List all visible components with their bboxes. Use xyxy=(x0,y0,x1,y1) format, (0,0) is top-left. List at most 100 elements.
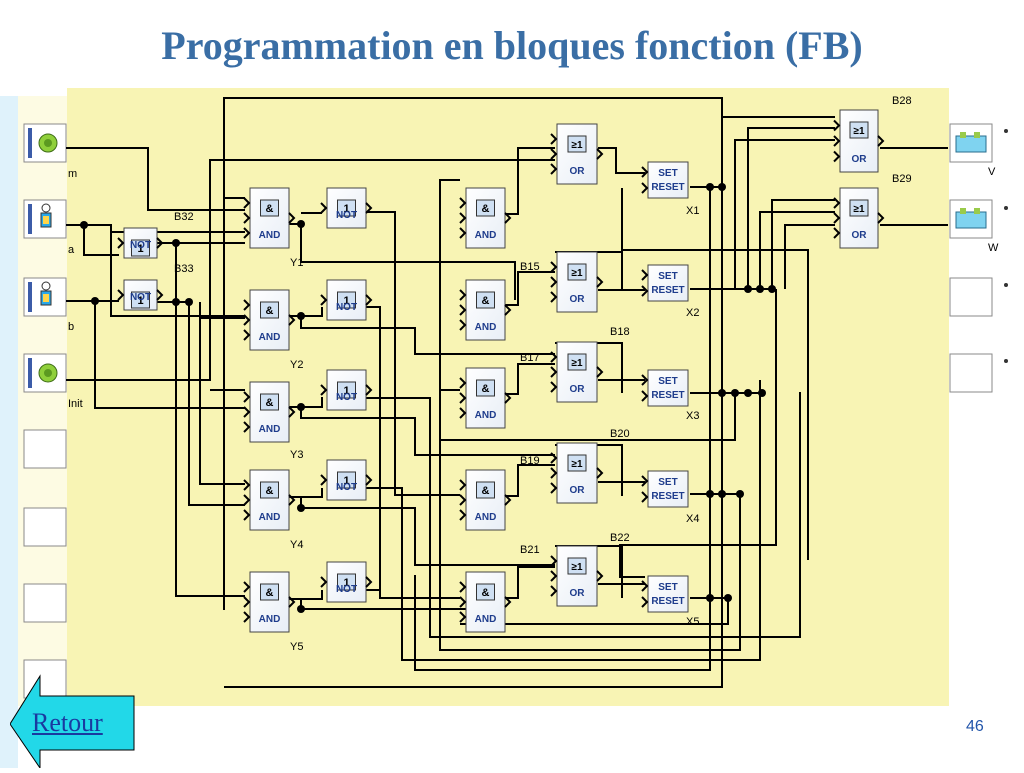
and-block[interactable]: &AND xyxy=(459,187,512,249)
net-label: X5 xyxy=(686,616,699,628)
sensor-icon[interactable] xyxy=(40,203,52,228)
block-label: OR xyxy=(570,384,586,395)
net-label: X1 xyxy=(686,205,699,217)
block-label: AND xyxy=(475,410,497,421)
block-symbol: & xyxy=(482,587,490,599)
reset-label: RESET xyxy=(651,390,684,401)
and-symbol-icon xyxy=(260,583,279,601)
reset-label: RESET xyxy=(651,491,684,502)
block-label: OR xyxy=(852,230,868,241)
reset-label: RESET xyxy=(651,596,684,607)
or-symbol-icon xyxy=(567,557,587,575)
slide-title: Programmation en bloques fonction (FB) xyxy=(161,23,863,68)
green-button-icon[interactable] xyxy=(38,363,58,383)
input-slot-empty xyxy=(23,507,67,547)
block-label: OR xyxy=(570,166,586,177)
block-label: OR xyxy=(852,154,868,165)
net-label: Y4 xyxy=(290,539,303,551)
or-symbol-icon xyxy=(567,454,587,472)
block-symbol: & xyxy=(482,295,490,307)
or-symbol-icon xyxy=(567,353,587,371)
set-reset-block[interactable]: SET RESET xyxy=(641,575,689,613)
set-label: SET xyxy=(658,376,677,387)
output-slot-empty xyxy=(949,277,993,317)
retour-link[interactable]: Retour xyxy=(32,708,103,737)
set-label: SET xyxy=(658,168,677,179)
net-label: B29 xyxy=(892,173,912,185)
block-symbol: ≥1 xyxy=(571,140,582,151)
set-label: SET xyxy=(658,271,677,282)
retour-arrow-shape[interactable] xyxy=(9,672,140,770)
input-label-b: b xyxy=(68,321,74,333)
block-label: OR xyxy=(570,588,586,599)
block-symbol: ≥1 xyxy=(853,126,864,137)
net-label: Y3 xyxy=(290,449,303,461)
block-label: AND xyxy=(475,614,497,625)
and-block[interactable]: &AND xyxy=(243,571,296,633)
or-block[interactable]: ≥1OR xyxy=(550,442,604,504)
net-label: B28 xyxy=(892,95,912,107)
output-valve-icon[interactable] xyxy=(955,208,987,229)
and-block[interactable]: & AND xyxy=(459,279,512,341)
and-block[interactable]: &AND xyxy=(243,469,296,531)
input-slot-empty xyxy=(23,583,67,623)
net-label: B19 xyxy=(520,455,540,467)
and-block[interactable]: &AND xyxy=(243,187,296,249)
block-symbol: & xyxy=(482,485,490,497)
and-block[interactable]: &AND xyxy=(243,289,296,351)
block-symbol: 1 xyxy=(137,295,143,307)
and-symbol-icon xyxy=(476,379,495,397)
set-reset-block[interactable]: SET RESET xyxy=(641,369,689,407)
or-block[interactable]: ≥1OR xyxy=(833,187,885,249)
or-symbol-icon xyxy=(849,121,869,139)
block-label: AND xyxy=(475,322,497,333)
block-label: NOT xyxy=(336,210,357,221)
net-label: B17 xyxy=(520,352,540,364)
net-label: B21 xyxy=(520,544,540,556)
and-symbol-icon xyxy=(260,199,279,217)
or-block[interactable]: ≥1OR xyxy=(550,341,604,403)
green-button-icon[interactable] xyxy=(38,133,58,153)
block-label: NOT xyxy=(130,240,151,251)
input-slot-empty xyxy=(23,429,67,469)
block-symbol: & xyxy=(266,587,274,599)
output-label-v: V xyxy=(988,166,996,178)
block-symbol: & xyxy=(266,203,274,215)
or-block[interactable]: ≥1OR xyxy=(833,109,885,173)
block-symbol: ≥1 xyxy=(571,358,582,369)
block-symbol: & xyxy=(266,305,274,317)
or-block[interactable]: ≥1OR xyxy=(550,123,604,185)
or-symbol-icon xyxy=(567,135,587,153)
and-block[interactable]: & AND xyxy=(459,571,512,633)
and-block[interactable]: &AND xyxy=(243,381,296,443)
or-block[interactable]: ≥1OR xyxy=(550,251,604,313)
set-label: SET xyxy=(658,582,677,593)
block-symbol: ≥1 xyxy=(853,204,864,215)
sensor-icon[interactable] xyxy=(40,281,52,306)
and-block[interactable]: &AND xyxy=(459,367,512,429)
left-accent-bar xyxy=(0,96,18,768)
or-block[interactable]: ≥1OR xyxy=(550,545,604,607)
block-symbol: ≥1 xyxy=(571,459,582,470)
and-block[interactable]: &AND xyxy=(459,469,512,531)
net-label: X2 xyxy=(686,307,699,319)
block-label: AND xyxy=(475,230,497,241)
output-valve-icon[interactable] xyxy=(955,132,987,153)
left-arrow-icon xyxy=(9,674,135,770)
block-symbol: 1 xyxy=(343,203,349,215)
block-symbol: ≥1 xyxy=(571,268,582,279)
not-symbol-icon xyxy=(337,199,356,217)
output-slot-empty xyxy=(949,353,993,393)
net-label: B15 xyxy=(520,261,540,273)
block-symbol: 1 xyxy=(343,295,349,307)
